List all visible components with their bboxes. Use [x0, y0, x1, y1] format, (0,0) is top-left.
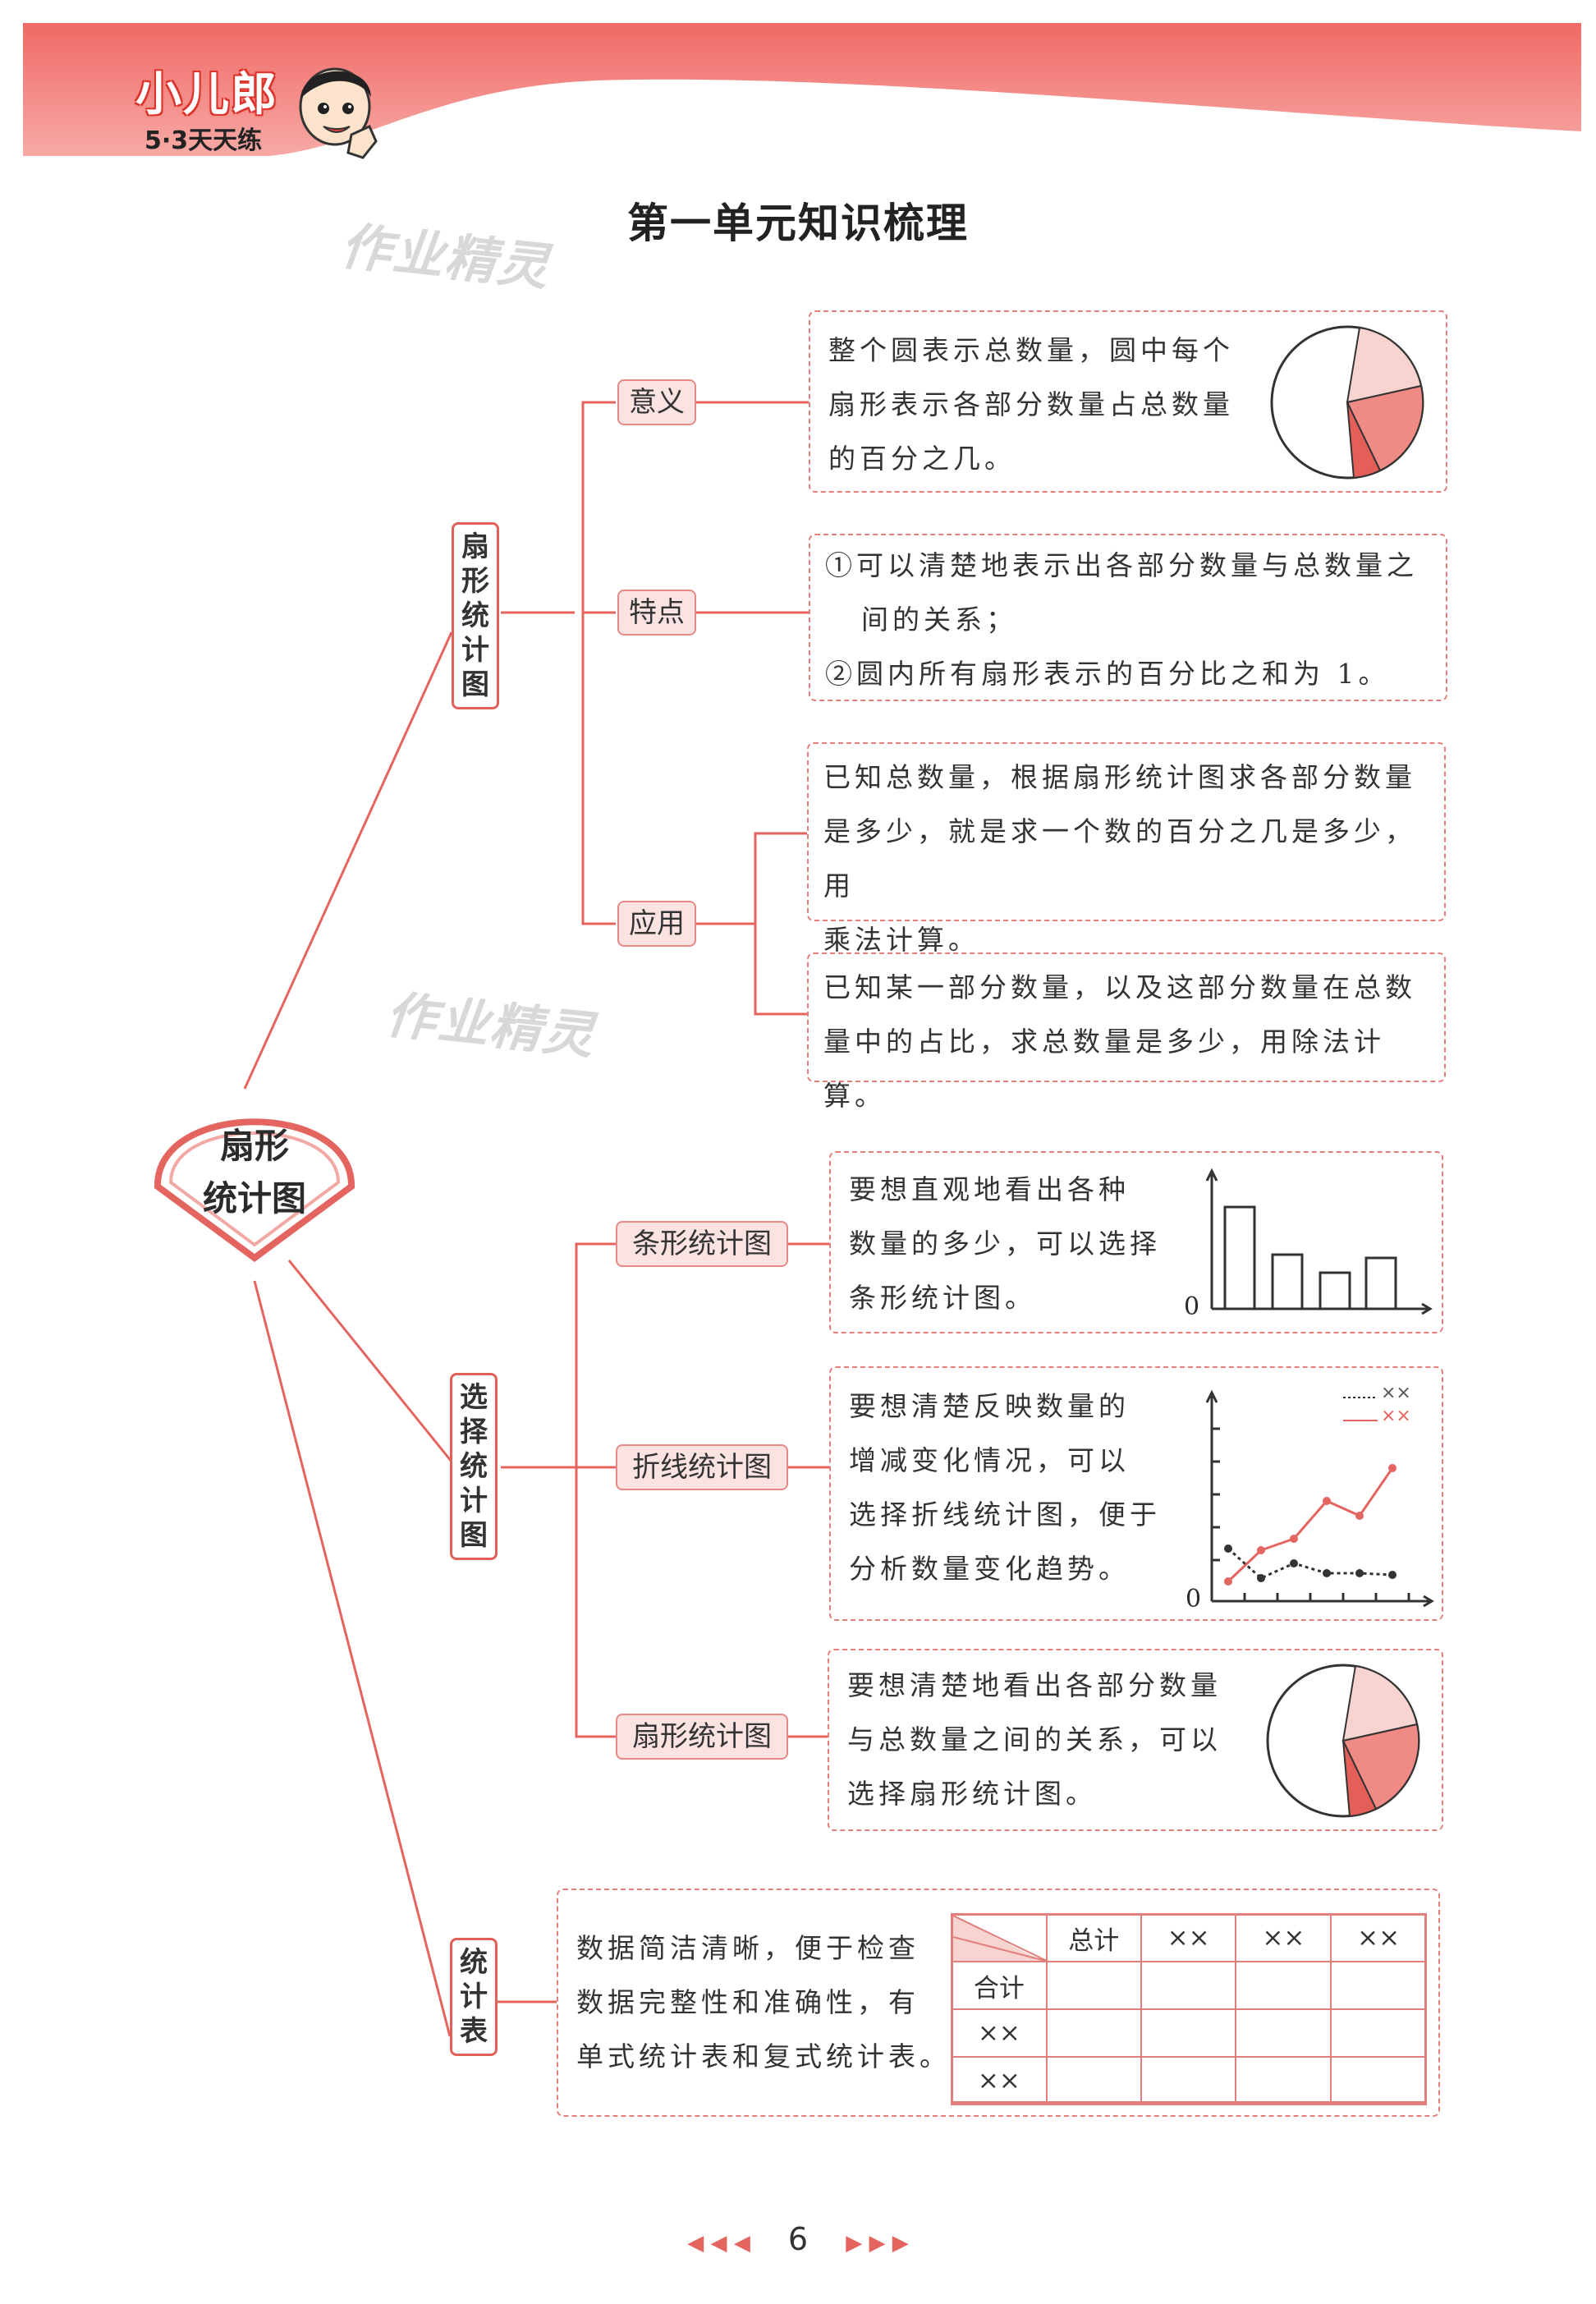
header-band [23, 23, 1581, 156]
legend-solid-label: ×× [1381, 1406, 1411, 1426]
table-cell [1140, 2056, 1237, 2105]
box-line-chart: 要想清楚反映数量的 增减变化情况，可以 选择折线统计图，便于 分析数量变化趋势。… [829, 1366, 1443, 1621]
stat-table-sample: 总计 ×× ×× ×× 合计 ×× ×× [951, 1913, 1427, 2105]
bar-chart-origin: 0 [1184, 1292, 1200, 1321]
table-cell [1330, 2056, 1427, 2105]
page-title: 第一单元知识梳理 [627, 200, 969, 247]
box-application-1-text: 已知总数量，根据扇形统计图求各部分数量 是多少，就是求一个数的百分之几是多少，用… [823, 761, 1416, 956]
table-row: ×× [951, 2008, 1427, 2058]
table-row-label: ×× [951, 2008, 1048, 2058]
box-pie-chart-text: 要想清楚地看出各部分数量 与总数量之间的关系，可以 选择扇形统计图。 [847, 1669, 1222, 1810]
table-cell [1235, 1961, 1332, 2010]
table-row-label: ×× [951, 2056, 1048, 2105]
tag-meaning: 意义 [617, 379, 696, 425]
table-row-label: 合计 [951, 1961, 1048, 2010]
table-header-cell: ×× [1235, 1913, 1332, 1962]
box-stat-table-text: 数据简洁清晰，便于检查 数据完整性和准确性，有 单式统计表和复式统计表。 [576, 1932, 951, 2072]
box-stat-table: 数据简洁清晰，便于检查 数据完整性和准确性，有 单式统计表和复式统计表。 总计 … [557, 1889, 1440, 2117]
branch-pie-chart: 扇形统计图 [452, 522, 499, 709]
table-cell [1140, 2008, 1237, 2058]
tag-bar-chart: 条形统计图 [616, 1221, 788, 1267]
box-meaning-text: 整个圆表示总数量，圆中每个 扇形表示各部分数量占总数量 的百分之几。 [828, 334, 1234, 475]
pie-chart-icon [1266, 1664, 1420, 1818]
root-node [154, 1118, 355, 1262]
table-header-cell: ×× [1330, 1913, 1427, 1962]
root-label-line1: 扇形 [219, 1126, 289, 1166]
table-cell [1045, 1961, 1142, 2010]
root-label-line2: 统计图 [202, 1178, 306, 1219]
table-cell [1045, 2008, 1142, 2058]
pie-chart-icon [1270, 325, 1424, 480]
line-chart-origin: 0 [1186, 1585, 1202, 1613]
box-bar-chart-text: 要想直观地看出各种 数量的多少，可以选择 条形统计图。 [849, 1173, 1161, 1314]
table-cell [1330, 1961, 1427, 2010]
mascot-boy-icon [299, 67, 378, 159]
table-corner-cell [951, 1913, 1048, 1962]
table-cell [1140, 1961, 1237, 2010]
root-label: 扇形 统计图 [148, 1120, 361, 1225]
legend-dotted-label: ×× [1381, 1383, 1411, 1403]
branch-choose-chart: 选择统计图 [450, 1373, 498, 1560]
page-number-bar: ◀ ◀ ◀ 6 ▶ ▶ ▶ [0, 2221, 1596, 2257]
brand-logo: 小儿郎 [135, 68, 278, 122]
next-arrows-icon: ▶ ▶ ▶ [846, 2231, 909, 2256]
box-application-2-text: 已知某一部分数量，以及这部分数量在总数 量中的占比，求总数量是多少，用除法计算。 [823, 971, 1416, 1112]
box-application-2: 已知某一部分数量，以及这部分数量在总数 量中的占比，求总数量是多少，用除法计算。 [807, 952, 1446, 1112]
table-cell [1235, 2056, 1332, 2105]
page-number: 6 [787, 2221, 809, 2257]
box-feature-text: ①可以清楚地表示出各部分数量与总数量之 间的关系； ②圆内所有扇形表示的百分比之… [825, 549, 1418, 690]
table-row: ×× [951, 2056, 1427, 2105]
branch-stat-table: 统计表 [450, 1938, 498, 2056]
box-pie-chart: 要想清楚地看出各部分数量 与总数量之间的关系，可以 选择扇形统计图。 [828, 1649, 1443, 1831]
table-cell [1235, 2008, 1332, 2058]
box-application-1: 已知总数量，根据扇形统计图求各部分数量 是多少，就是求一个数的百分之几是多少，用… [807, 742, 1446, 956]
box-feature: ①可以清楚地表示出各部分数量与总数量之 间的关系； ②圆内所有扇形表示的百分比之… [809, 534, 1447, 701]
box-bar-chart: 要想直观地看出各种 数量的多少，可以选择 条形统计图。 0 [829, 1151, 1443, 1333]
line-chart-icon [1205, 1389, 1434, 1608]
tag-line-chart: 折线统计图 [616, 1444, 788, 1490]
table-row: 合计 [951, 1961, 1427, 2010]
table-cell [1045, 2056, 1142, 2105]
series-name: 5·3天天练 [144, 126, 263, 155]
tag-feature: 特点 [617, 590, 696, 636]
tag-pie-chart: 扇形统计图 [616, 1714, 788, 1760]
box-meaning: 整个圆表示总数量，圆中每个 扇形表示各部分数量占总数量 的百分之几。 [809, 310, 1447, 493]
table-header-cell: 总计 [1045, 1913, 1142, 1962]
table-header-cell: ×× [1140, 1913, 1237, 1962]
box-line-chart-text: 要想清楚反映数量的 增减变化情况，可以 选择折线统计图，便于 分析数量变化趋势。 [849, 1390, 1161, 1585]
tag-application: 应用 [617, 901, 696, 947]
table-cell [1330, 2008, 1427, 2058]
bar-chart-icon [1205, 1168, 1433, 1315]
prev-arrows-icon: ◀ ◀ ◀ [687, 2231, 750, 2256]
